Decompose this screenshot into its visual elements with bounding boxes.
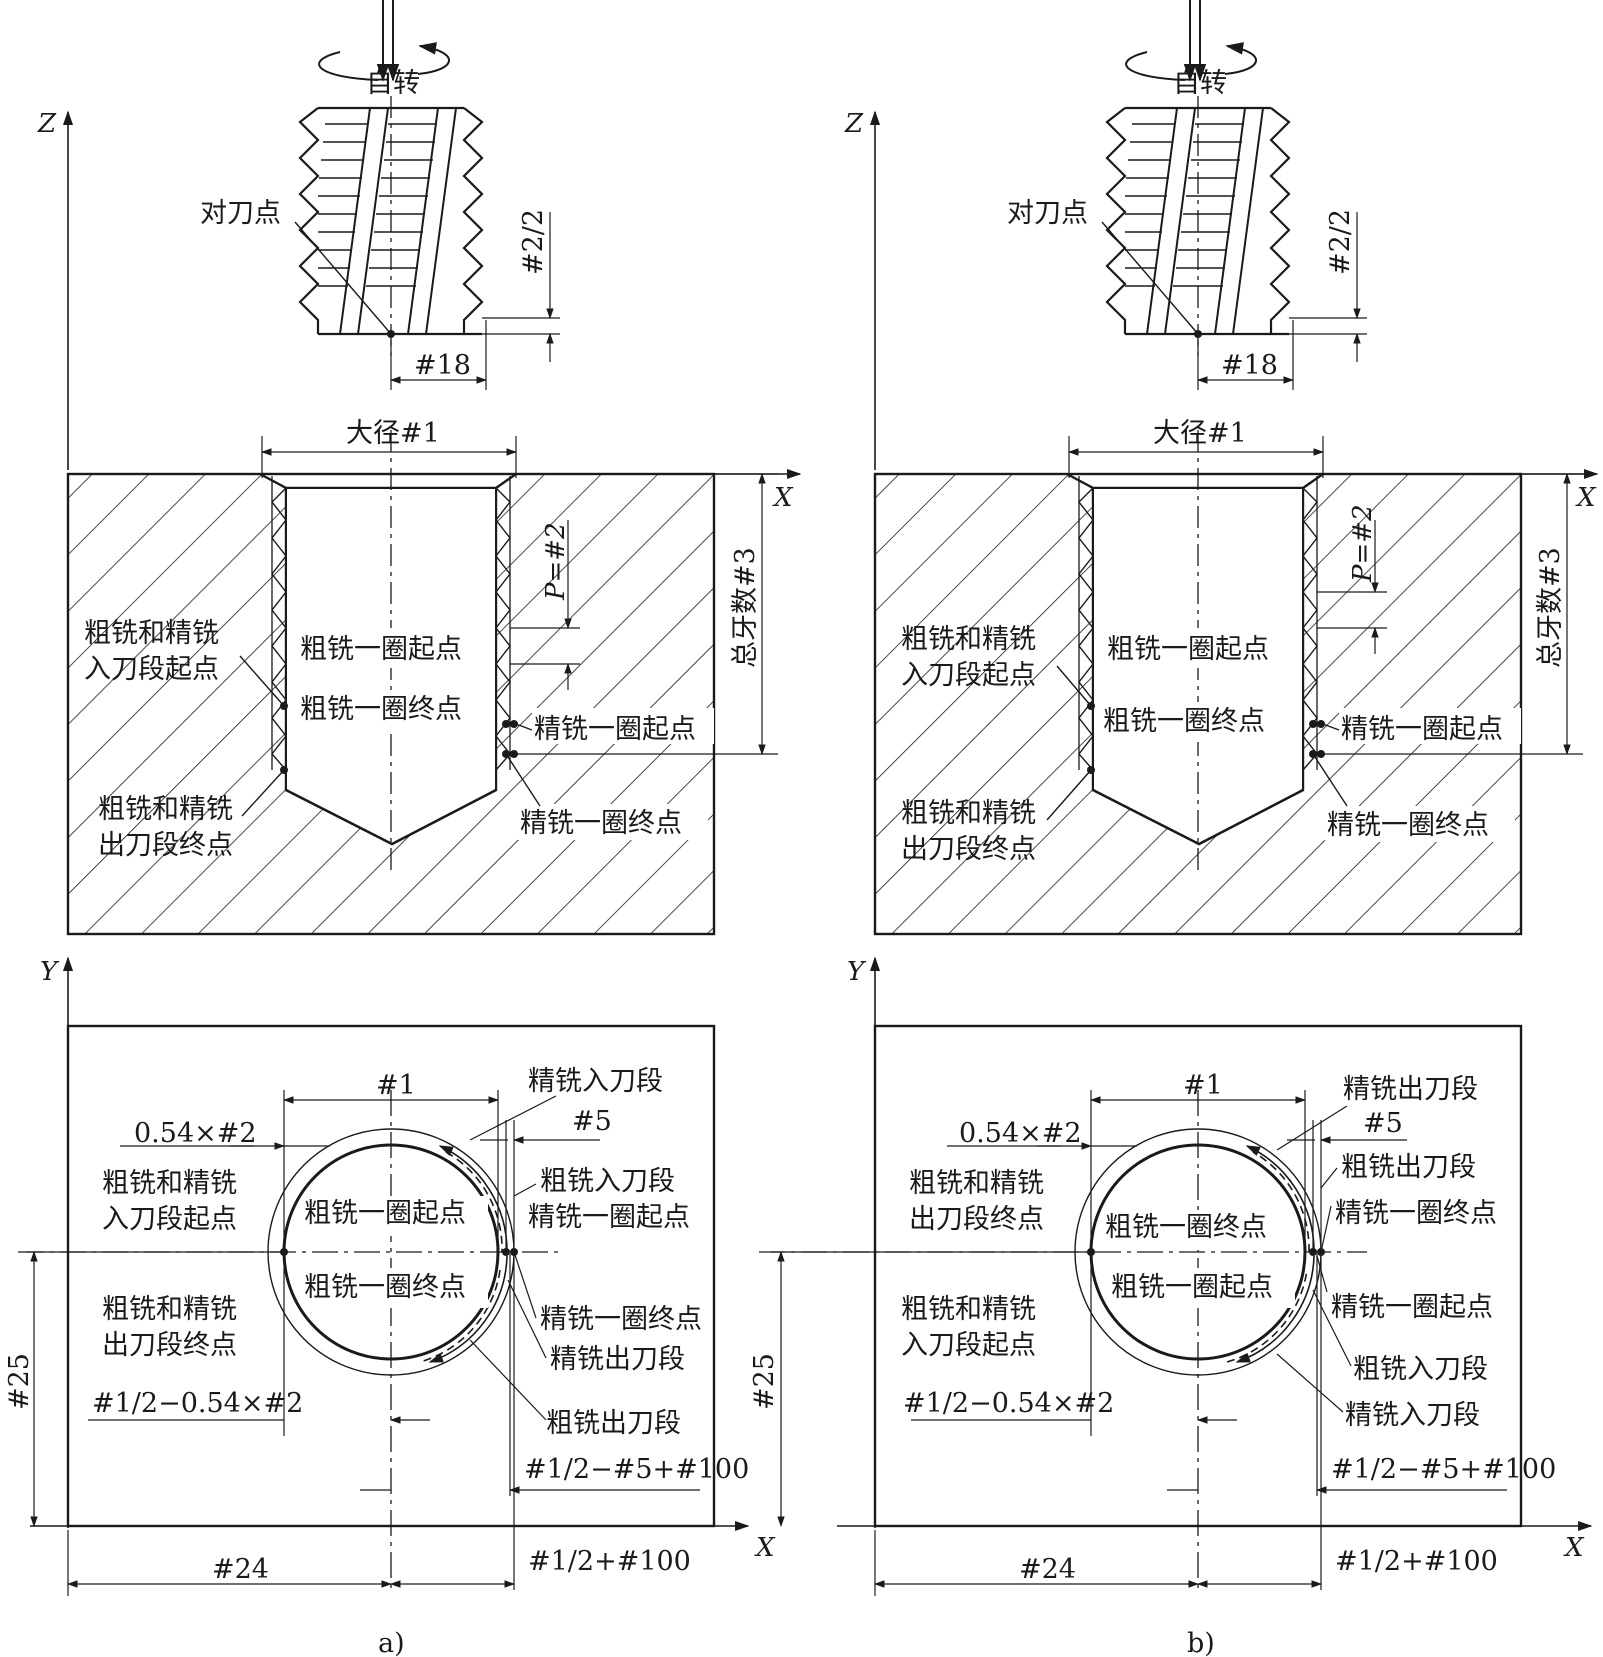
total-threads-label-b: 总牙数#3	[1535, 547, 1566, 668]
panel-b: 自转 对刀点	[749, 0, 1599, 1657]
rough-loop-end-label-a: 粗铣一圈终点	[300, 694, 462, 725]
plan-right-a-5: 精铣出刀段	[550, 1344, 685, 1375]
half-pitch-label-b: #2/2	[1325, 209, 1356, 275]
var1-label-a: #1	[376, 1070, 416, 1101]
finish-loop-start-label-b: 精铣一圈起点	[1341, 714, 1503, 745]
tool-b: 自转 对刀点	[1007, 0, 1367, 390]
entry-start-label-a-2: 入刀段起点	[84, 654, 219, 685]
dim-054-label-b: 0.54×#2	[959, 1118, 1082, 1149]
var25-label-a: #25	[4, 1353, 35, 1410]
caption-b: b)	[1187, 1628, 1215, 1657]
exit-end-label-b-1: 粗铣和精铣	[901, 798, 1036, 829]
plan-left-top-a-1: 粗铣和精铣	[102, 1168, 237, 1199]
plan-right-a-1: 精铣入刀段	[528, 1066, 663, 1097]
pitch-label-b: P=#2	[1348, 504, 1378, 583]
plan-right-b-3: 精铣一圈终点	[1335, 1198, 1497, 1229]
exit-end-label-a-2: 出刀段终点	[98, 830, 233, 861]
plan-left-top-a-2: 入刀段起点	[102, 1204, 237, 1235]
axis-x-a-plan: X	[754, 1533, 776, 1563]
rotation-arrow	[318, 51, 379, 81]
axis-x-b-plan: X	[1563, 1533, 1585, 1563]
finish-loop-start-dot	[510, 720, 518, 728]
plan-right-b-5: 粗铣入刀段	[1353, 1354, 1488, 1385]
plan-right-b-1: 精铣出刀段	[1343, 1074, 1478, 1105]
rotation-label: 自转	[366, 68, 420, 99]
plan-center-bottom-b: 粗铣一圈起点	[1111, 1272, 1273, 1303]
dim-054-label-a: 0.54×#2	[134, 1118, 257, 1149]
plan-left-top-b-2: 出刀段终点	[909, 1204, 1044, 1235]
plan-center-top-a: 粗铣一圈起点	[304, 1198, 466, 1229]
total-threads-label: 总牙数#3	[730, 547, 761, 668]
major-diameter-label: 大径#1	[346, 418, 440, 449]
axis-z-a: Z	[37, 109, 57, 139]
plan-left-bottom-b-2: 入刀段起点	[901, 1330, 1036, 1361]
plan-center-top-b: 粗铣一圈终点	[1105, 1212, 1267, 1243]
plan-left-bottom-a-2: 出刀段终点	[102, 1330, 237, 1361]
entry-start-label-b-2: 入刀段起点	[901, 660, 1036, 691]
var1-label-b: #1	[1183, 1070, 1223, 1101]
axis-x-a-section: X	[772, 483, 794, 513]
rotation-label-b: 自转	[1173, 68, 1227, 99]
dim-half-minus-label-a: #1/2−0.54×#2	[92, 1388, 303, 1419]
tool-flute-hatch	[318, 123, 437, 287]
tool-set-point-label: 对刀点	[200, 198, 281, 229]
tool-a: 自转 对刀点	[200, 0, 560, 390]
rough-loop-start-label-b: 粗铣一圈起点	[1107, 634, 1269, 665]
axis-z-b: Z	[844, 109, 864, 139]
dim-half-minus5-label-b: #1/2−#5+#100	[1331, 1454, 1556, 1485]
section-view-b: 大径#1 X P=#2 总牙数#3 粗铣一圈起点 粗铣一圈终点 粗铣和精铣 入刀…	[873, 418, 1599, 936]
entry-start-label-a-1: 粗铣和精铣	[84, 618, 219, 649]
dim-half-minus-label-b: #1/2−0.54×#2	[903, 1388, 1114, 1419]
half-pitch-label: #2/2	[518, 209, 549, 275]
finish-loop-end-label-b: 精铣一圈终点	[1327, 810, 1489, 841]
finish-loop-start-label-a: 精铣一圈起点	[534, 714, 696, 745]
plan-right-b-4: 精铣一圈起点	[1331, 1292, 1493, 1323]
plan-left-bottom-b-1: 粗铣和精铣	[901, 1294, 1036, 1325]
tool-left-profile	[298, 107, 320, 334]
plan-right-a-6: 粗铣出刀段	[546, 1408, 681, 1439]
panel-a: 自转 对刀点	[4, 0, 802, 1657]
section-view-a: 大径#1 X P=#2 总牙数#3 粗铣一圈起点 粗铣一圈终点	[66, 418, 802, 936]
plan-right-b-6: 精铣入刀段	[1345, 1400, 1480, 1431]
var18-label: #18	[414, 350, 471, 381]
plan-view-a: Y X #1 0.54×#2	[4, 956, 776, 1657]
plan-right-a-4: 精铣一圈终点	[540, 1304, 702, 1335]
major-diameter-label-b: 大径#1	[1153, 418, 1247, 449]
dim-half-plus-label-b: #1/2+#100	[1335, 1546, 1498, 1577]
tool-right-profile	[462, 107, 484, 334]
plan-right-a-3: 精铣一圈起点	[528, 1202, 690, 1233]
plan-center-bottom-a: 粗铣一圈终点	[304, 1272, 466, 1303]
axis-y-a: Y	[40, 957, 60, 987]
entry-start-label-b-1: 粗铣和精铣	[901, 624, 1036, 655]
axis-y-b: Y	[847, 957, 867, 987]
var5-label-b: #5	[1363, 1108, 1403, 1139]
plan-right-b-2: 粗铣出刀段	[1341, 1152, 1476, 1183]
rough-loop-end-label-b: 粗铣一圈终点	[1103, 706, 1265, 737]
dim-half-minus5-label-a: #1/2−#5+#100	[524, 1454, 749, 1485]
plan-right-a-2: 粗铣入刀段	[540, 1166, 675, 1197]
axis-x-b-section: X	[1575, 483, 1597, 513]
pitch-label: P=#2	[541, 522, 571, 601]
tool-set-point-label-b: 对刀点	[1007, 198, 1088, 229]
var18-label-b: #18	[1221, 350, 1278, 381]
var24-label-a: #24	[212, 1554, 269, 1585]
exit-end-label-a-1: 粗铣和精铣	[98, 794, 233, 825]
var24-label-b: #24	[1019, 1554, 1076, 1585]
caption-a: a)	[378, 1628, 405, 1657]
dim-half-plus-label-a: #1/2+#100	[528, 1546, 691, 1577]
plan-view-b: Y X #1 0.54×#2 #5	[749, 956, 1593, 1657]
finish-loop-end-label-a: 精铣一圈终点	[520, 808, 682, 839]
rough-loop-start-label-a: 粗铣一圈起点	[300, 634, 462, 665]
plan-left-top-b-1: 粗铣和精铣	[909, 1168, 1044, 1199]
exit-end-label-b-2: 出刀段终点	[901, 834, 1036, 865]
var5-label-a: #5	[572, 1106, 612, 1137]
var25-label-b: #25	[749, 1353, 780, 1410]
finish-loop-end-dot	[510, 750, 518, 758]
plan-left-bottom-a-1: 粗铣和精铣	[102, 1294, 237, 1325]
